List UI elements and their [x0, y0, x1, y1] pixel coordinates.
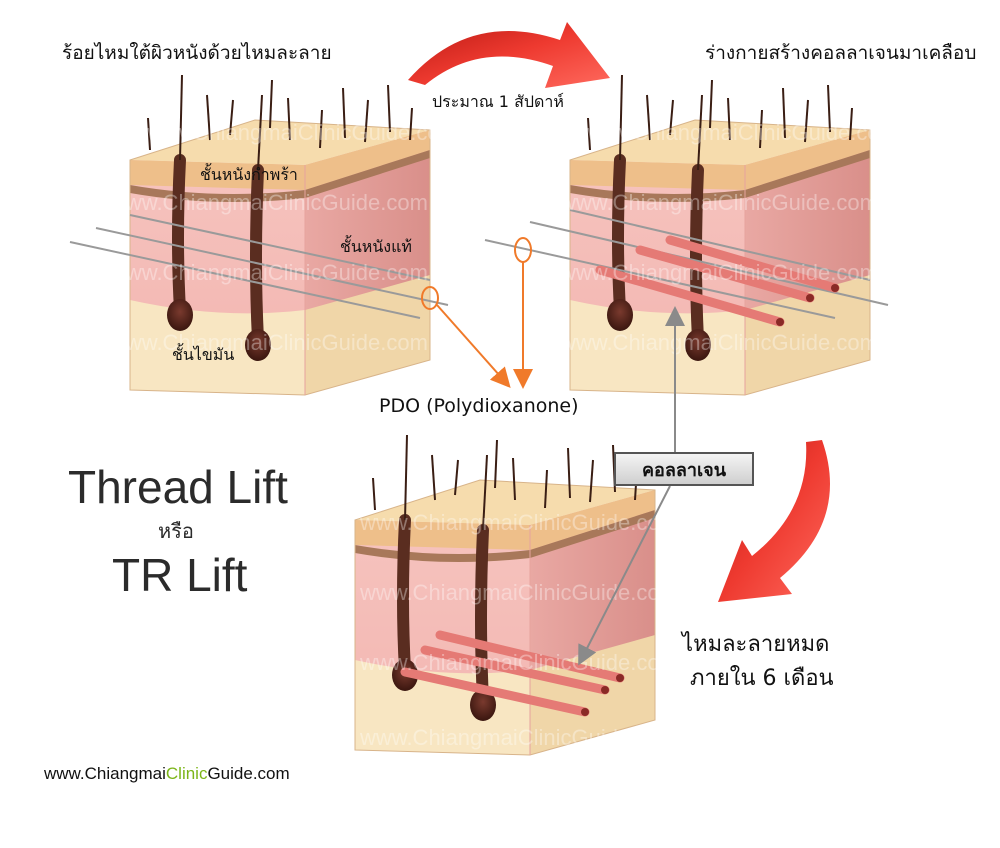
svg-text:www.ChiangmaiClinicGuide.com: www.ChiangmaiClinicGuide.com	[109, 190, 428, 215]
thread-highlight-1	[421, 286, 439, 310]
label-epidermis: ชั้นหนังกำพร้า	[200, 165, 298, 184]
collagen-pointer-down	[578, 485, 671, 666]
svg-text:www.ChiangmaiClinicGuide.com: www.ChiangmaiClinicGuide.com	[359, 650, 678, 675]
pdo-pointer-1	[436, 304, 511, 388]
website-url-part2: Clinic	[165, 764, 208, 783]
collagen-coating-3	[400, 630, 625, 717]
svg-text:www.ChiangmaiClinicGuide.com: www.ChiangmaiClinicGuide.com	[109, 330, 428, 355]
title-tr-lift: TR Lift	[112, 549, 248, 601]
arrow-one-week	[408, 22, 610, 88]
svg-text:www.ChiangmaiClinicGuide.com: www.ChiangmaiClinicGuide.com	[359, 580, 678, 605]
collagen-coating-2	[595, 235, 840, 327]
svg-text:www.ChiangmaiClinicGuide.com: www.ChiangmaiClinicGuide.com	[359, 725, 678, 750]
title-or: หรือ	[158, 519, 194, 543]
website-url-part1: www.Chiangmai	[44, 764, 166, 783]
website-url: www.ChiangmaiClinicGuide.com	[44, 764, 290, 784]
skin-block-2	[484, 75, 889, 396]
collagen-label-box: คอลลาเจน	[614, 452, 754, 486]
skin-block-3	[354, 435, 656, 756]
svg-text:www.ChiangmaiClinicGuide.com: www.ChiangmaiClinicGuide.com	[139, 120, 458, 145]
label-dissolve-line2: ภายใน 6 เดือน	[690, 666, 834, 691]
website-url-part3: Guide.com	[207, 764, 290, 783]
svg-text:www.ChiangmaiClinicGuide.com: www.ChiangmaiClinicGuide.com	[559, 260, 878, 285]
collagen-label: คอลลาเจน	[641, 459, 727, 481]
label-dissolve-line1: ไหมละลายหมด	[682, 632, 830, 657]
skin-block-1	[69, 75, 449, 396]
caption-collagen-forming: ร่างกายสร้างคอลลาเจนมาเคลือบ	[705, 42, 977, 64]
svg-text:www.ChiangmaiClinicGuide.com: www.ChiangmaiClinicGuide.com	[109, 260, 428, 285]
svg-text:www.ChiangmaiClinicGuide.com: www.ChiangmaiClinicGuide.com	[559, 190, 878, 215]
label-dermis: ชั้นหนังแท้	[340, 237, 412, 256]
title-thread-lift: Thread Lift	[68, 461, 288, 513]
svg-text:www.ChiangmaiClinicGuide.com: www.ChiangmaiClinicGuide.com	[579, 120, 898, 145]
label-one-week: ประมาณ 1 สัปดาห์	[432, 92, 564, 111]
caption-thread-insertion: ร้อยไหมใต้ผิวหนังด้วยไหมละลาย	[62, 42, 332, 64]
svg-text:www.ChiangmaiClinicGuide.com: www.ChiangmaiClinicGuide.com	[559, 330, 878, 355]
svg-text:www.ChiangmaiClinicGuide.com: www.ChiangmaiClinicGuide.com	[359, 510, 678, 535]
watermark: www.ChiangmaiClinicGuide.com www.Chiangm…	[109, 120, 898, 750]
arrow-six-months	[718, 440, 830, 602]
label-fat-layer: ชั้นไขมัน	[172, 345, 235, 364]
label-pdo: PDO (Polydioxanone)	[379, 395, 579, 417]
